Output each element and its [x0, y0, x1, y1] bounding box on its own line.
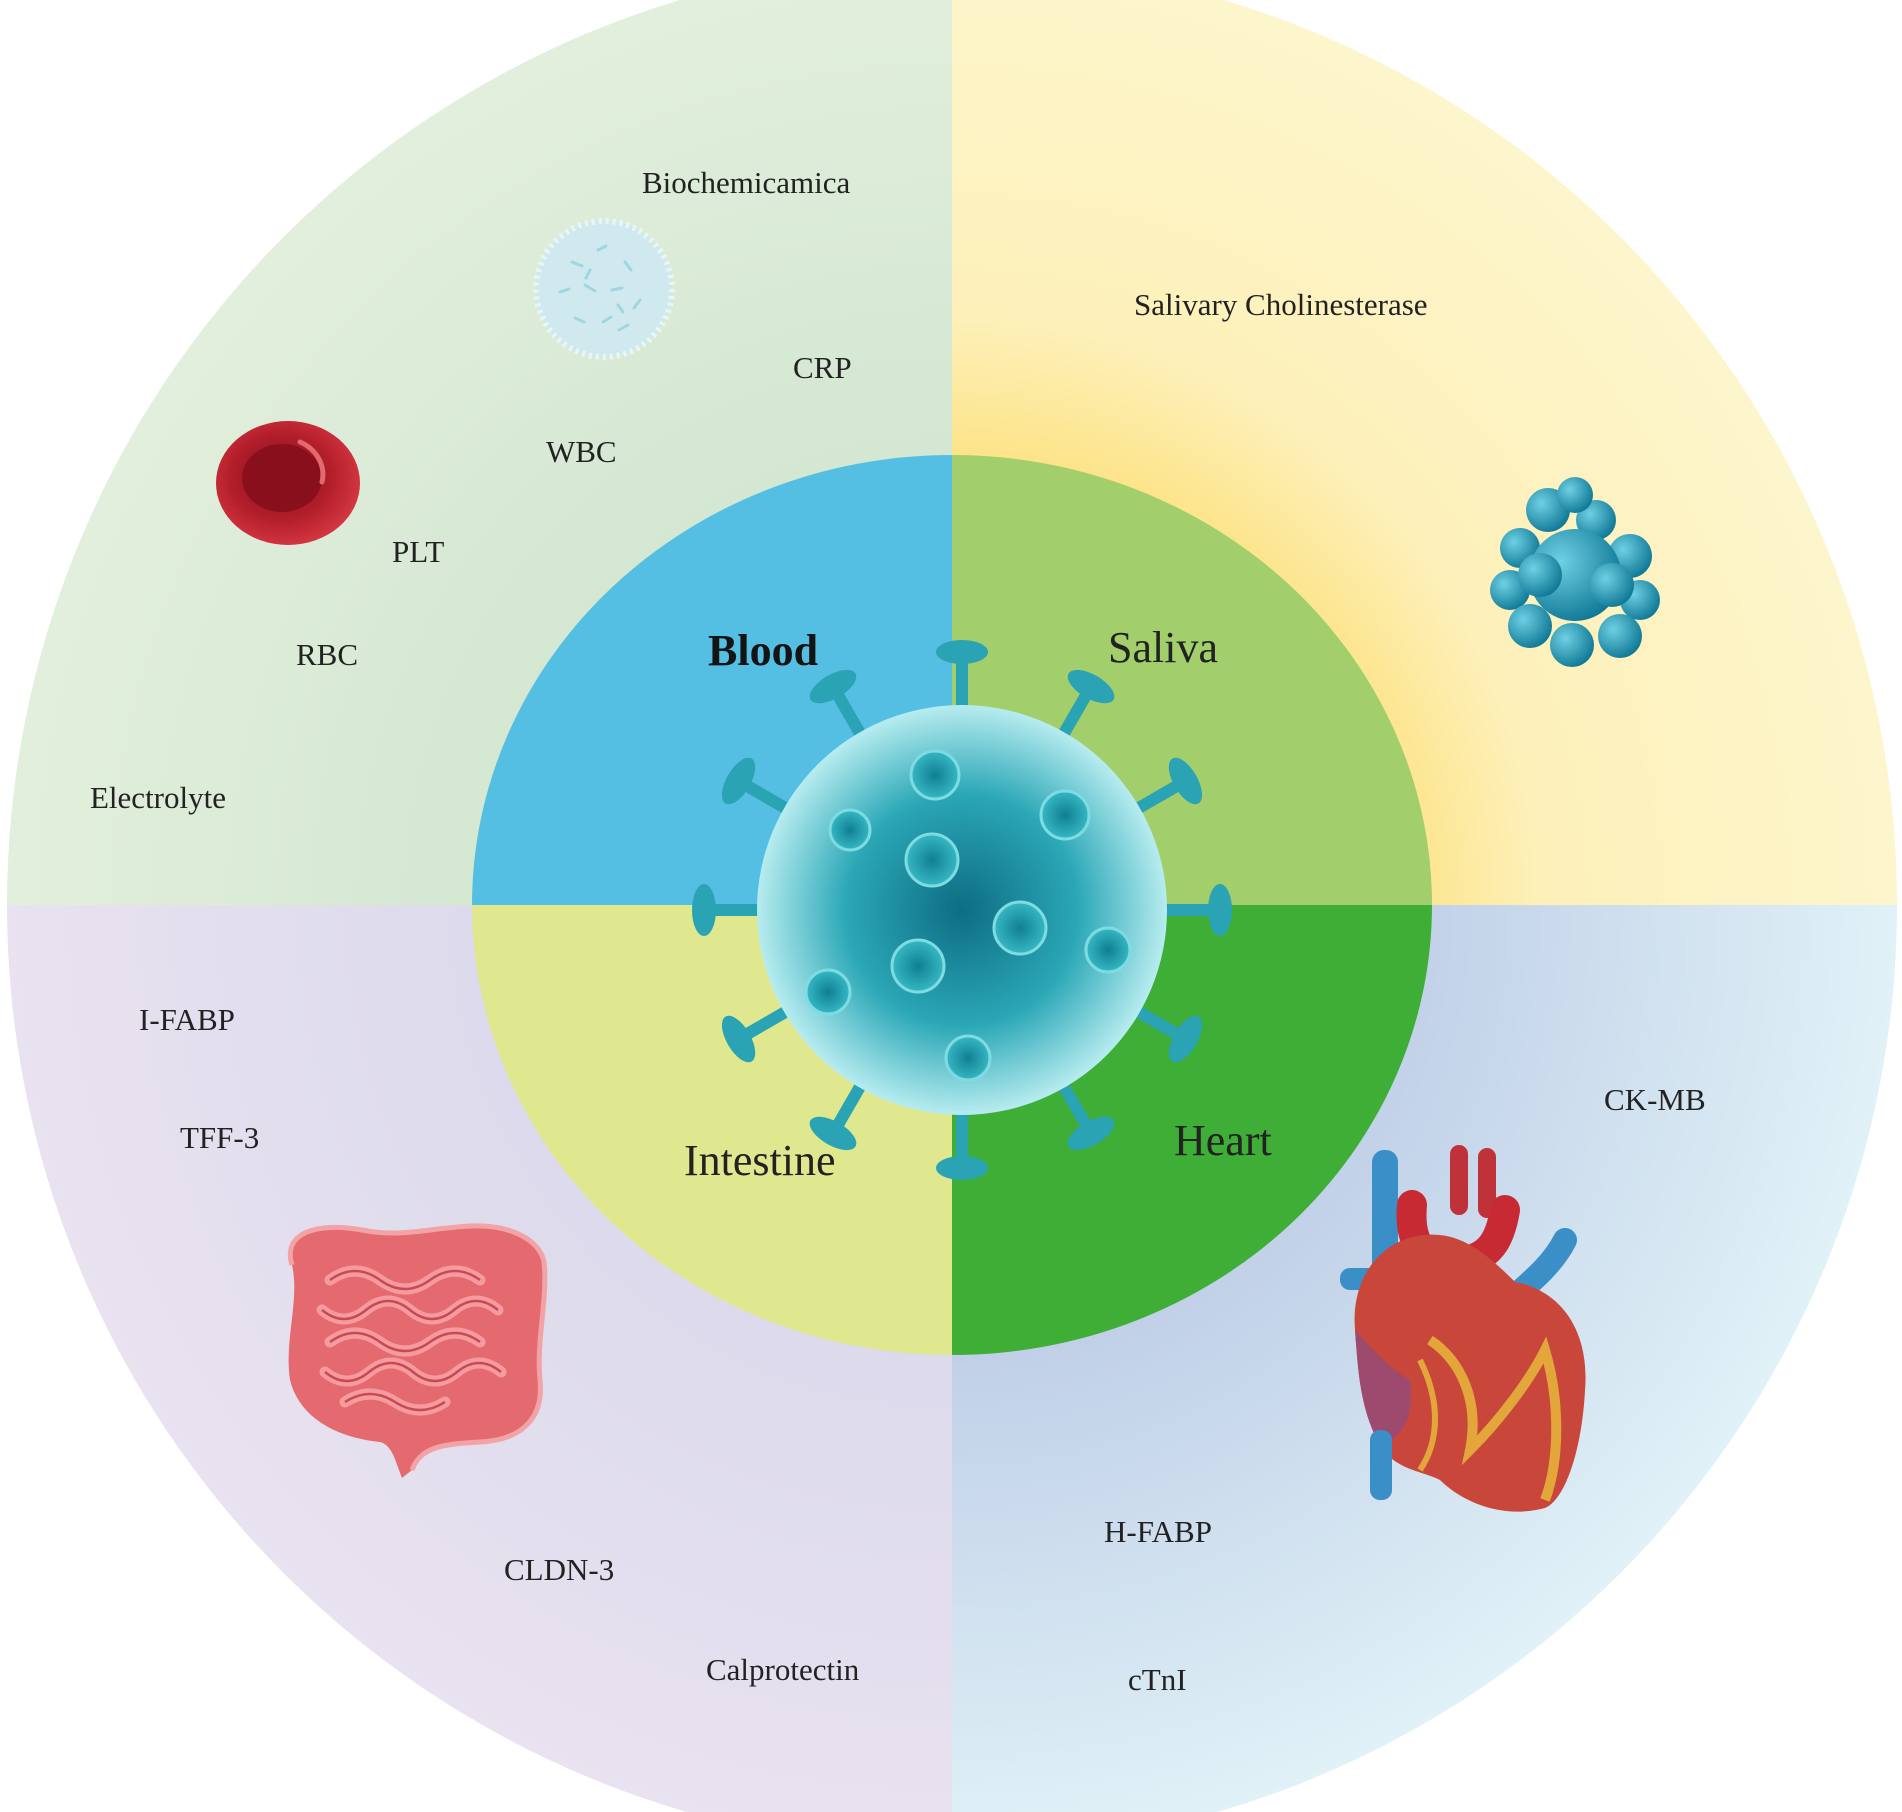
label-plt: PLT	[392, 534, 444, 569]
intestine-icon	[287, 1223, 548, 1478]
label-biochemicamica: Biochemicamica	[642, 165, 851, 200]
white-blood-cell-icon	[533, 218, 675, 360]
label-i-fabp: I-FABP	[139, 1002, 235, 1037]
title-intestine: Intestine	[684, 1136, 836, 1185]
label-tff-3: TFF-3	[180, 1120, 259, 1155]
label-h-fabp: H-FABP	[1104, 1514, 1212, 1549]
label-ctni: cTnI	[1128, 1662, 1187, 1697]
label-cldn-3: CLDN-3	[504, 1552, 614, 1587]
label-ck-mb: CK-MB	[1604, 1082, 1706, 1117]
heart-icon	[1340, 1145, 1586, 1512]
label-wbc: WBC	[546, 434, 617, 469]
red-blood-cell-icon	[216, 421, 360, 545]
title-blood: Blood	[708, 626, 818, 675]
label-rbc: RBC	[296, 637, 358, 672]
title-heart: Heart	[1174, 1116, 1272, 1165]
label-crp: CRP	[793, 350, 852, 385]
label-calprotectin: Calprotectin	[706, 1652, 860, 1687]
label-salivary-cholinesterase: Salivary Cholinesterase	[1134, 287, 1428, 322]
label-electrolyte: Electrolyte	[90, 780, 226, 815]
title-saliva: Saliva	[1108, 623, 1218, 672]
virus-icon	[692, 640, 1232, 1180]
cell-cluster-icon	[1490, 477, 1660, 667]
